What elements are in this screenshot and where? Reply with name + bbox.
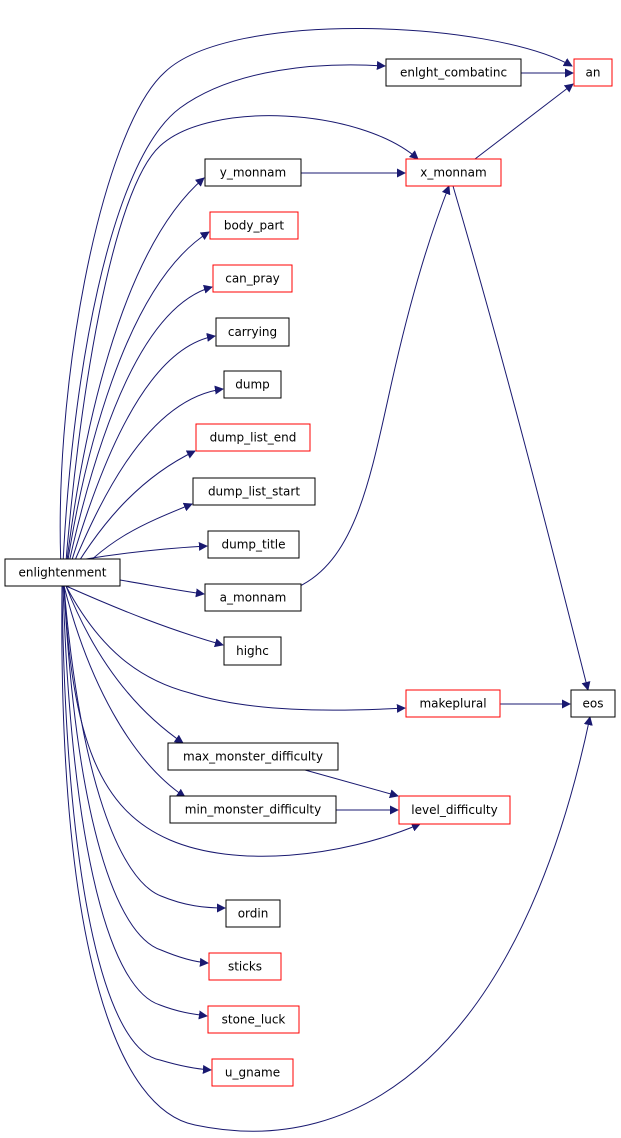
node-max_monster_difficulty[interactable]: max_monster_difficulty bbox=[167, 742, 339, 771]
edge-enlightenment-to-sticks bbox=[63, 585, 209, 967]
nodes-layer: enlightenment enlght_combatinc an y_monnam x… bbox=[4, 58, 616, 1087]
edge-enlightenment-to-u_gname bbox=[61, 585, 212, 1074]
edge-enlightenment-to-makeplural bbox=[65, 585, 406, 713]
node-box-a_monnam[interactable] bbox=[204, 583, 302, 612]
node-label-max_monster_difficulty: max_monster_difficulty bbox=[183, 750, 323, 764]
node-box-x_monnam[interactable] bbox=[405, 158, 502, 187]
node-box-makeplural[interactable] bbox=[405, 689, 501, 718]
node-dump_list_end[interactable]: dump_list_end bbox=[195, 423, 311, 452]
edge-enlightenment-to-y_monnam bbox=[63, 177, 205, 587]
node-box-body_part[interactable] bbox=[209, 211, 299, 240]
node-label-dump_list_end: dump_list_end bbox=[210, 431, 297, 445]
edge-enlightenment-to-max_monster_difficulty bbox=[65, 585, 184, 744]
node-box-ordin[interactable] bbox=[225, 899, 281, 928]
node-x_monnam[interactable]: x_monnam bbox=[405, 158, 502, 187]
node-label-dump_title: dump_title bbox=[222, 538, 286, 552]
node-label-highc: highc bbox=[236, 644, 269, 658]
edge-enlightenment-to-body_part bbox=[63, 231, 210, 587]
node-box-an[interactable] bbox=[573, 58, 613, 87]
node-box-stone_luck[interactable] bbox=[207, 1005, 300, 1034]
node-label-sticks: sticks bbox=[228, 960, 262, 974]
node-label-x_monnam: x_monnam bbox=[420, 166, 486, 180]
edge-enlightenment-to-ordin bbox=[63, 585, 226, 913]
edge-a_monnam-to-x_monnam bbox=[297, 185, 451, 588]
node-label-level_difficulty: level_difficulty bbox=[411, 803, 497, 817]
node-box-sticks[interactable] bbox=[208, 952, 282, 981]
node-box-u_gname[interactable] bbox=[211, 1058, 294, 1087]
node-box-dump_title[interactable] bbox=[207, 530, 300, 559]
node-sticks[interactable]: sticks bbox=[208, 952, 282, 981]
node-box-max_monster_difficulty[interactable] bbox=[167, 742, 339, 771]
node-label-dump: dump bbox=[235, 378, 270, 392]
node-label-an: an bbox=[586, 66, 601, 80]
node-an[interactable]: an bbox=[573, 58, 613, 87]
node-label-u_gname: u_gname bbox=[225, 1066, 280, 1080]
node-box-level_difficulty[interactable] bbox=[398, 795, 511, 825]
node-box-dump[interactable] bbox=[223, 370, 282, 399]
node-dump[interactable]: dump bbox=[223, 370, 282, 399]
node-enlightenment[interactable]: enlightenment bbox=[4, 558, 121, 587]
edge-enlightenment-to-min_monster_difficulty bbox=[63, 585, 186, 798]
node-box-highc[interactable] bbox=[223, 636, 282, 666]
edge-enlightenment-to-level_difficulty bbox=[63, 585, 421, 857]
node-label-stone_luck: stone_luck bbox=[222, 1013, 286, 1027]
node-box-can_pray[interactable] bbox=[212, 264, 293, 293]
edge-enlightenment-to-highc bbox=[65, 585, 224, 648]
node-label-carrying: carrying bbox=[228, 325, 277, 339]
node-label-a_monnam: a_monnam bbox=[220, 591, 287, 605]
node-stone_luck[interactable]: stone_luck bbox=[207, 1005, 300, 1034]
node-label-y_monnam: y_monnam bbox=[220, 166, 286, 180]
node-label-body_part: body_part bbox=[224, 219, 285, 233]
edge-enlightenment-to-carrying bbox=[63, 332, 216, 587]
edge-enlightenment-to-a_monnam bbox=[119, 579, 205, 598]
node-makeplural[interactable]: makeplural bbox=[405, 689, 501, 718]
node-can_pray[interactable]: can_pray bbox=[212, 264, 293, 293]
node-body_part[interactable]: body_part bbox=[209, 211, 299, 240]
edge-enlightenment-to-eos bbox=[61, 585, 593, 1132]
node-label-makeplural: makeplural bbox=[419, 697, 486, 711]
edge-enlightenment-to-dump bbox=[63, 385, 224, 587]
node-label-ordin: ordin bbox=[238, 907, 269, 921]
edge-enlightenment-to-x_monnam bbox=[63, 115, 419, 587]
node-label-can_pray: can_pray bbox=[225, 272, 280, 286]
node-box-y_monnam[interactable] bbox=[204, 158, 302, 187]
node-box-min_monster_difficulty[interactable] bbox=[169, 795, 337, 824]
node-box-dump_list_end[interactable] bbox=[195, 423, 311, 452]
node-carrying[interactable]: carrying bbox=[215, 317, 290, 347]
edge-x_monnam-to-eos bbox=[452, 185, 591, 691]
node-min_monster_difficulty[interactable]: min_monster_difficulty bbox=[169, 795, 337, 824]
node-y_monnam[interactable]: y_monnam bbox=[204, 158, 302, 187]
node-box-carrying[interactable] bbox=[215, 317, 290, 347]
node-dump_list_start[interactable]: dump_list_start bbox=[192, 477, 316, 506]
node-box-dump_list_start[interactable] bbox=[192, 477, 316, 506]
node-box-enlght_combatinc[interactable] bbox=[385, 58, 522, 87]
node-label-enlightenment: enlightenment bbox=[19, 566, 107, 580]
node-enlght_combatinc[interactable]: enlght_combatinc bbox=[385, 58, 522, 87]
node-level_difficulty[interactable]: level_difficulty bbox=[398, 795, 511, 825]
node-dump_title[interactable]: dump_title bbox=[207, 530, 300, 559]
node-label-enlght_combatinc: enlght_combatinc bbox=[400, 66, 507, 80]
node-eos[interactable]: eos bbox=[570, 689, 616, 718]
node-box-eos[interactable] bbox=[570, 689, 616, 718]
node-label-eos: eos bbox=[583, 697, 604, 711]
node-highc[interactable]: highc bbox=[223, 636, 282, 666]
edge-enlightenment-to-stone_luck bbox=[62, 585, 208, 1020]
edges-layer bbox=[59, 28, 593, 1132]
node-box-enlightenment[interactable] bbox=[4, 558, 121, 587]
edge-enlightenment-to-dump_title bbox=[85, 541, 208, 560]
edge-x_monnam-to-an bbox=[474, 83, 574, 160]
edge-enlightenment-to-enlght_combatinc bbox=[61, 61, 386, 587]
edge-max_monster_difficulty-to-level_difficulty bbox=[304, 769, 399, 799]
edge-enlightenment-to-an bbox=[59, 28, 573, 587]
edge-enlightenment-to-can_pray bbox=[63, 284, 213, 587]
node-a_monnam[interactable]: a_monnam bbox=[204, 583, 302, 612]
node-label-min_monster_difficulty: min_monster_difficulty bbox=[185, 803, 321, 817]
node-label-dump_list_start: dump_list_start bbox=[208, 485, 300, 499]
node-u_gname[interactable]: u_gname bbox=[211, 1058, 294, 1087]
node-ordin[interactable]: ordin bbox=[225, 899, 281, 928]
